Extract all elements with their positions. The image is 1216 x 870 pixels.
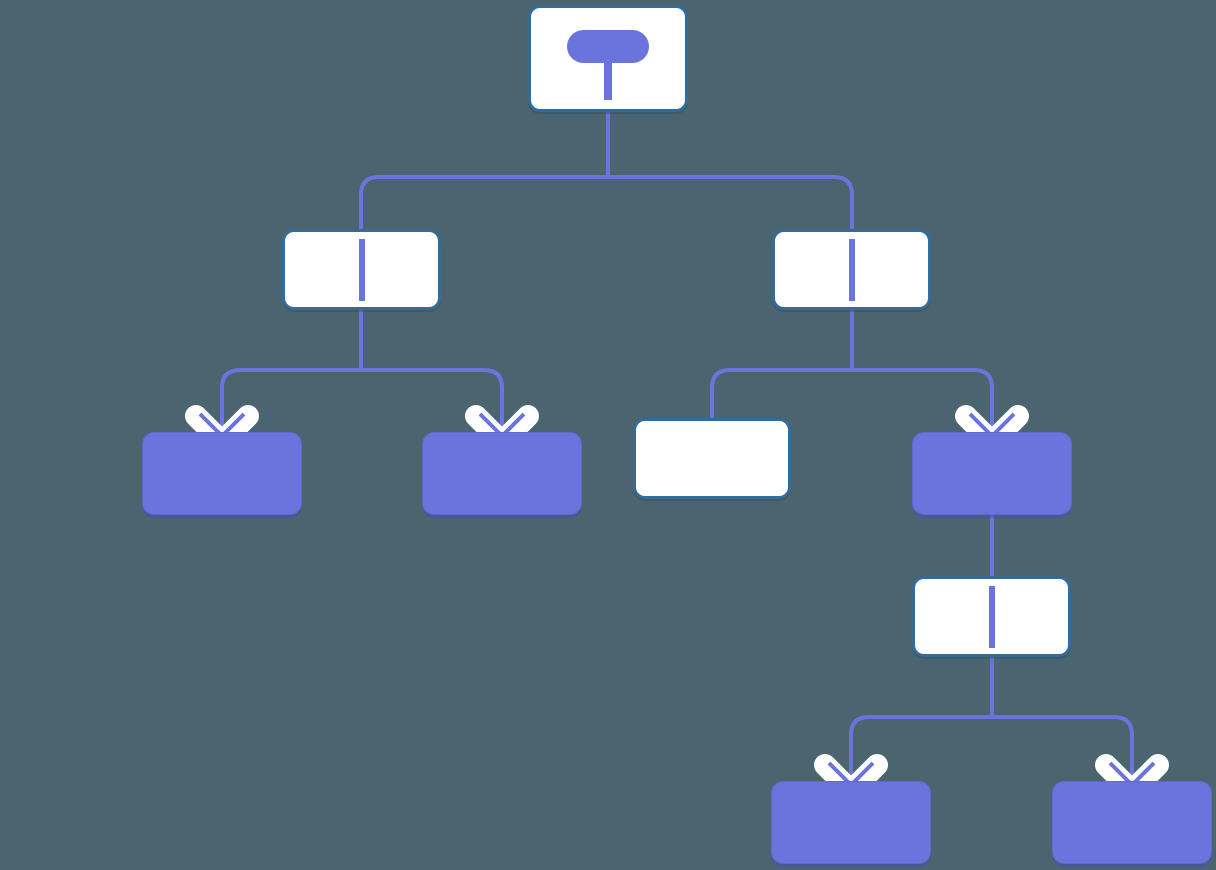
edge-stub-level2-left-bottom [220,310,363,432]
vertical-bar-icon [358,238,365,301]
level5-left-node[interactable] [771,781,931,864]
edge-root-to-level2-right [606,112,854,229]
level2-left-node[interactable] [282,229,441,310]
level3-node-c[interactable] [633,418,791,499]
edge-root-to-level2-left [359,112,611,229]
level4-node[interactable] [912,576,1071,657]
edge-level2-left-to-b [359,310,504,432]
vertical-bar-icon [988,585,995,648]
root-stem-shape [604,59,612,100]
root-node[interactable] [528,5,688,112]
vertical-bar-icon [848,238,855,301]
edge-level2-right-to-c [710,310,854,418]
level3-node-d[interactable] [912,432,1072,515]
edge-level4-to-right [990,657,1134,781]
level3-node-b[interactable] [422,432,582,515]
edge-level2-right-to-d [850,310,994,432]
level3-node-a[interactable] [142,432,302,515]
root-pill-glyph [567,29,649,100]
edge-level4-to-left [849,657,994,781]
level5-right-node[interactable] [1052,781,1212,864]
level2-right-node[interactable] [772,229,931,310]
root-pill-shape [567,29,649,63]
